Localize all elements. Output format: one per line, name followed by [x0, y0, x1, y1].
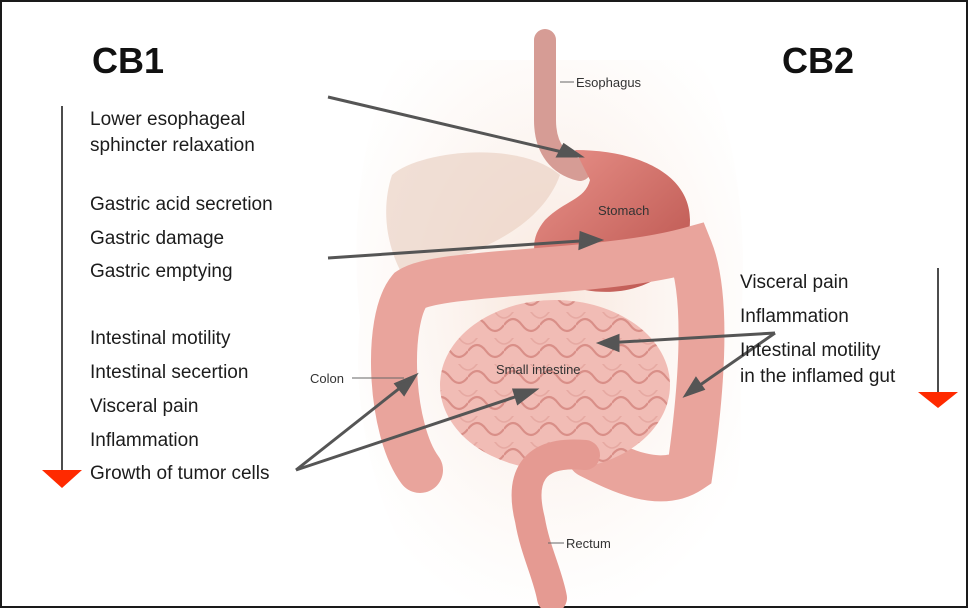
cb1-arrowhead	[42, 470, 82, 488]
cb2-effect-visceral-pain: Visceral pain	[740, 271, 848, 295]
cb2-decrease-arrow	[918, 268, 958, 408]
cb1-effect-gastric-acid: Gastric acid secretion	[90, 193, 273, 217]
cb2-effect-intestinal-motility: Intestinal motility	[740, 339, 880, 363]
organ-label-colon: Colon	[310, 371, 344, 386]
cb1-effect-intestinal-secretion: Intestinal secertion	[90, 361, 248, 385]
cb2-effect-inflammation: Inflammation	[740, 305, 849, 329]
cb2-arrowhead	[918, 392, 958, 408]
organ-label-esophagus: Esophagus	[576, 75, 641, 90]
cb1-effect-inflammation: Inflammation	[90, 429, 199, 453]
cb2-heading: CB2	[782, 40, 854, 82]
cb1-effect-les-line2: sphincter relaxation	[90, 134, 255, 158]
organ-label-stomach: Stomach	[598, 203, 649, 218]
cb1-effect-gastric-emptying: Gastric emptying	[90, 260, 233, 284]
cb1-heading: CB1	[92, 40, 164, 82]
cb1-effect-les-line1: Lower esophageal	[90, 108, 245, 132]
organ-label-rectum: Rectum	[566, 536, 611, 551]
cb1-effect-tumor-growth: Growth of tumor cells	[90, 462, 270, 486]
cb1-decrease-arrow	[42, 106, 82, 488]
cb1-effect-intestinal-motility: Intestinal motility	[90, 327, 230, 351]
cb2-effect-inflamed-gut: in the inflamed gut	[740, 365, 895, 389]
cb1-effect-visceral-pain: Visceral pain	[90, 395, 198, 419]
organ-label-small-intestine: Small intestine	[496, 362, 581, 377]
cb1-effect-gastric-damage: Gastric damage	[90, 227, 224, 251]
